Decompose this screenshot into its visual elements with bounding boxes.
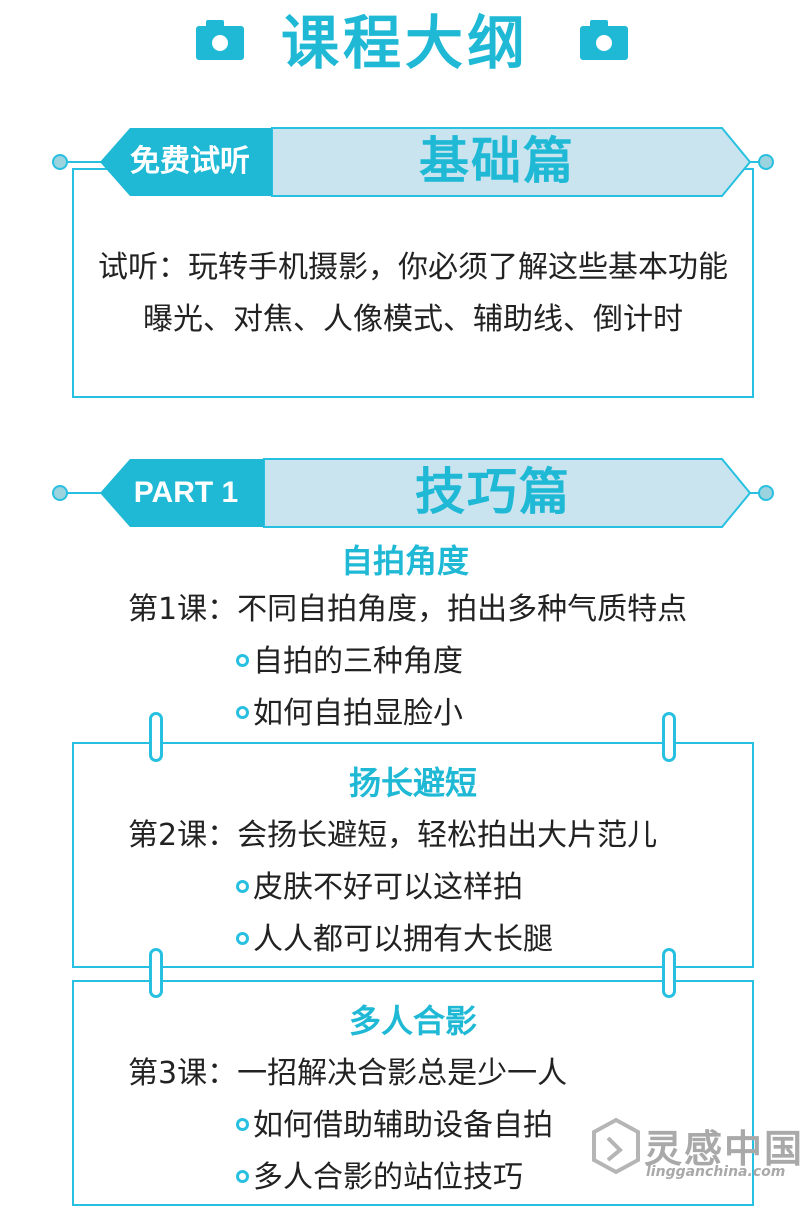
camera-icon bbox=[196, 18, 244, 60]
topic-heading: 多人合影 bbox=[348, 1002, 477, 1040]
title-area: 课程大纲 bbox=[0, 0, 810, 90]
topic-box: 扬长避短 第2课：会扬长避短，轻松拍出大片范儿 皮肤不好可以这样拍 人人都可以拥… bbox=[72, 742, 754, 968]
banner-shape bbox=[52, 458, 774, 528]
watermark-url: lingganchina.com bbox=[646, 1164, 786, 1180]
binder-ring bbox=[662, 712, 676, 762]
binder-ring bbox=[149, 948, 163, 998]
list-item: 人人都可以拥有大长腿 bbox=[236, 914, 553, 958]
lesson-title: 第1课：不同自拍角度，拍出多种气质特点 bbox=[128, 592, 688, 627]
bullet-icon bbox=[236, 1170, 249, 1183]
watermark: 灵感中国 lingganchina.com bbox=[590, 1112, 802, 1182]
camera-icon bbox=[580, 18, 628, 60]
binder-ring bbox=[149, 712, 163, 762]
logo-icon bbox=[592, 1117, 640, 1175]
lesson-title: 第3课：一招解决合影总是少一人 bbox=[128, 1056, 568, 1091]
bullet-icon bbox=[236, 654, 249, 667]
bullet-icon bbox=[236, 706, 249, 719]
list-item: 如何自拍显脸小 bbox=[236, 688, 463, 732]
part1-section-title: 技巧篇 bbox=[415, 463, 571, 521]
basic-line-2: 曝光、对焦、人像模式、辅助线、倒计时 bbox=[143, 302, 683, 337]
topic-heading: 扬长避短 bbox=[348, 764, 477, 802]
lesson-title: 第2课：会扬长避短，轻松拍出大片范儿 bbox=[128, 818, 658, 853]
basic-line-1: 试听：玩转手机摄影，你必须了解这些基本功能 bbox=[98, 250, 728, 285]
list-item: 多人合影的站位技巧 bbox=[236, 1152, 523, 1196]
list-item: 如何借助辅助设备自拍 bbox=[236, 1100, 553, 1144]
list-item: 自拍的三种角度 bbox=[236, 636, 463, 680]
page-title: 课程大纲 bbox=[280, 9, 529, 77]
topic-box: 多人合影 第3课：一招解决合影总是少一人 如何借助辅助设备自拍 多人合影的站位技… bbox=[72, 980, 754, 1206]
basic-section-title: 基础篇 bbox=[419, 132, 575, 190]
list-item: 皮肤不好可以这样拍 bbox=[236, 862, 523, 906]
bullet-icon bbox=[236, 932, 249, 945]
topic-heading: 自拍角度 bbox=[340, 542, 469, 580]
banner-shape bbox=[52, 127, 774, 197]
bullet-icon bbox=[236, 880, 249, 893]
bullet-icon bbox=[236, 1118, 249, 1131]
topic-block: 自拍角度 第1课：不同自拍角度，拍出多种气质特点 自拍的三种角度 如何自拍显脸小 bbox=[0, 536, 810, 731]
watermark-text: 灵感中国 bbox=[644, 1127, 805, 1171]
basic-section-box: 试听：玩转手机摄影，你必须了解这些基本功能 曝光、对焦、人像模式、辅助线、倒计时 bbox=[72, 168, 754, 398]
part1-tag: PART 1 bbox=[133, 476, 239, 509]
basic-banner: 免费试听 基础篇 bbox=[50, 126, 778, 198]
part1-banner: PART 1 技巧篇 bbox=[50, 457, 778, 529]
binder-ring bbox=[662, 948, 676, 998]
free-trial-tag: 免费试听 bbox=[130, 144, 250, 179]
